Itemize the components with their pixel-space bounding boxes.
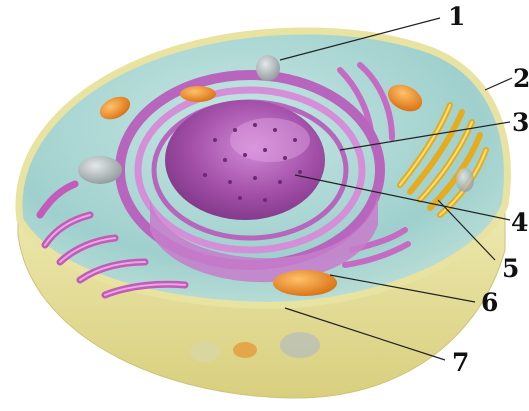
label-3: 3 — [512, 110, 529, 135]
vesicle — [456, 168, 474, 192]
label-1: 1 — [448, 4, 465, 29]
mitochondrion — [180, 86, 216, 102]
base-vesicle — [280, 332, 320, 358]
label-4: 4 — [511, 210, 528, 235]
nucleolus-highlight — [230, 118, 310, 162]
vesicle — [78, 156, 122, 184]
nucleus — [165, 100, 325, 220]
label-6: 6 — [481, 290, 498, 315]
base-mitochondrion — [233, 342, 257, 358]
label-2: 2 — [513, 66, 529, 91]
mitochondrion — [273, 270, 337, 296]
base-vesicle — [190, 342, 220, 362]
vesicle — [256, 55, 280, 81]
label-7: 7 — [452, 350, 469, 375]
label-5: 5 — [502, 256, 519, 281]
